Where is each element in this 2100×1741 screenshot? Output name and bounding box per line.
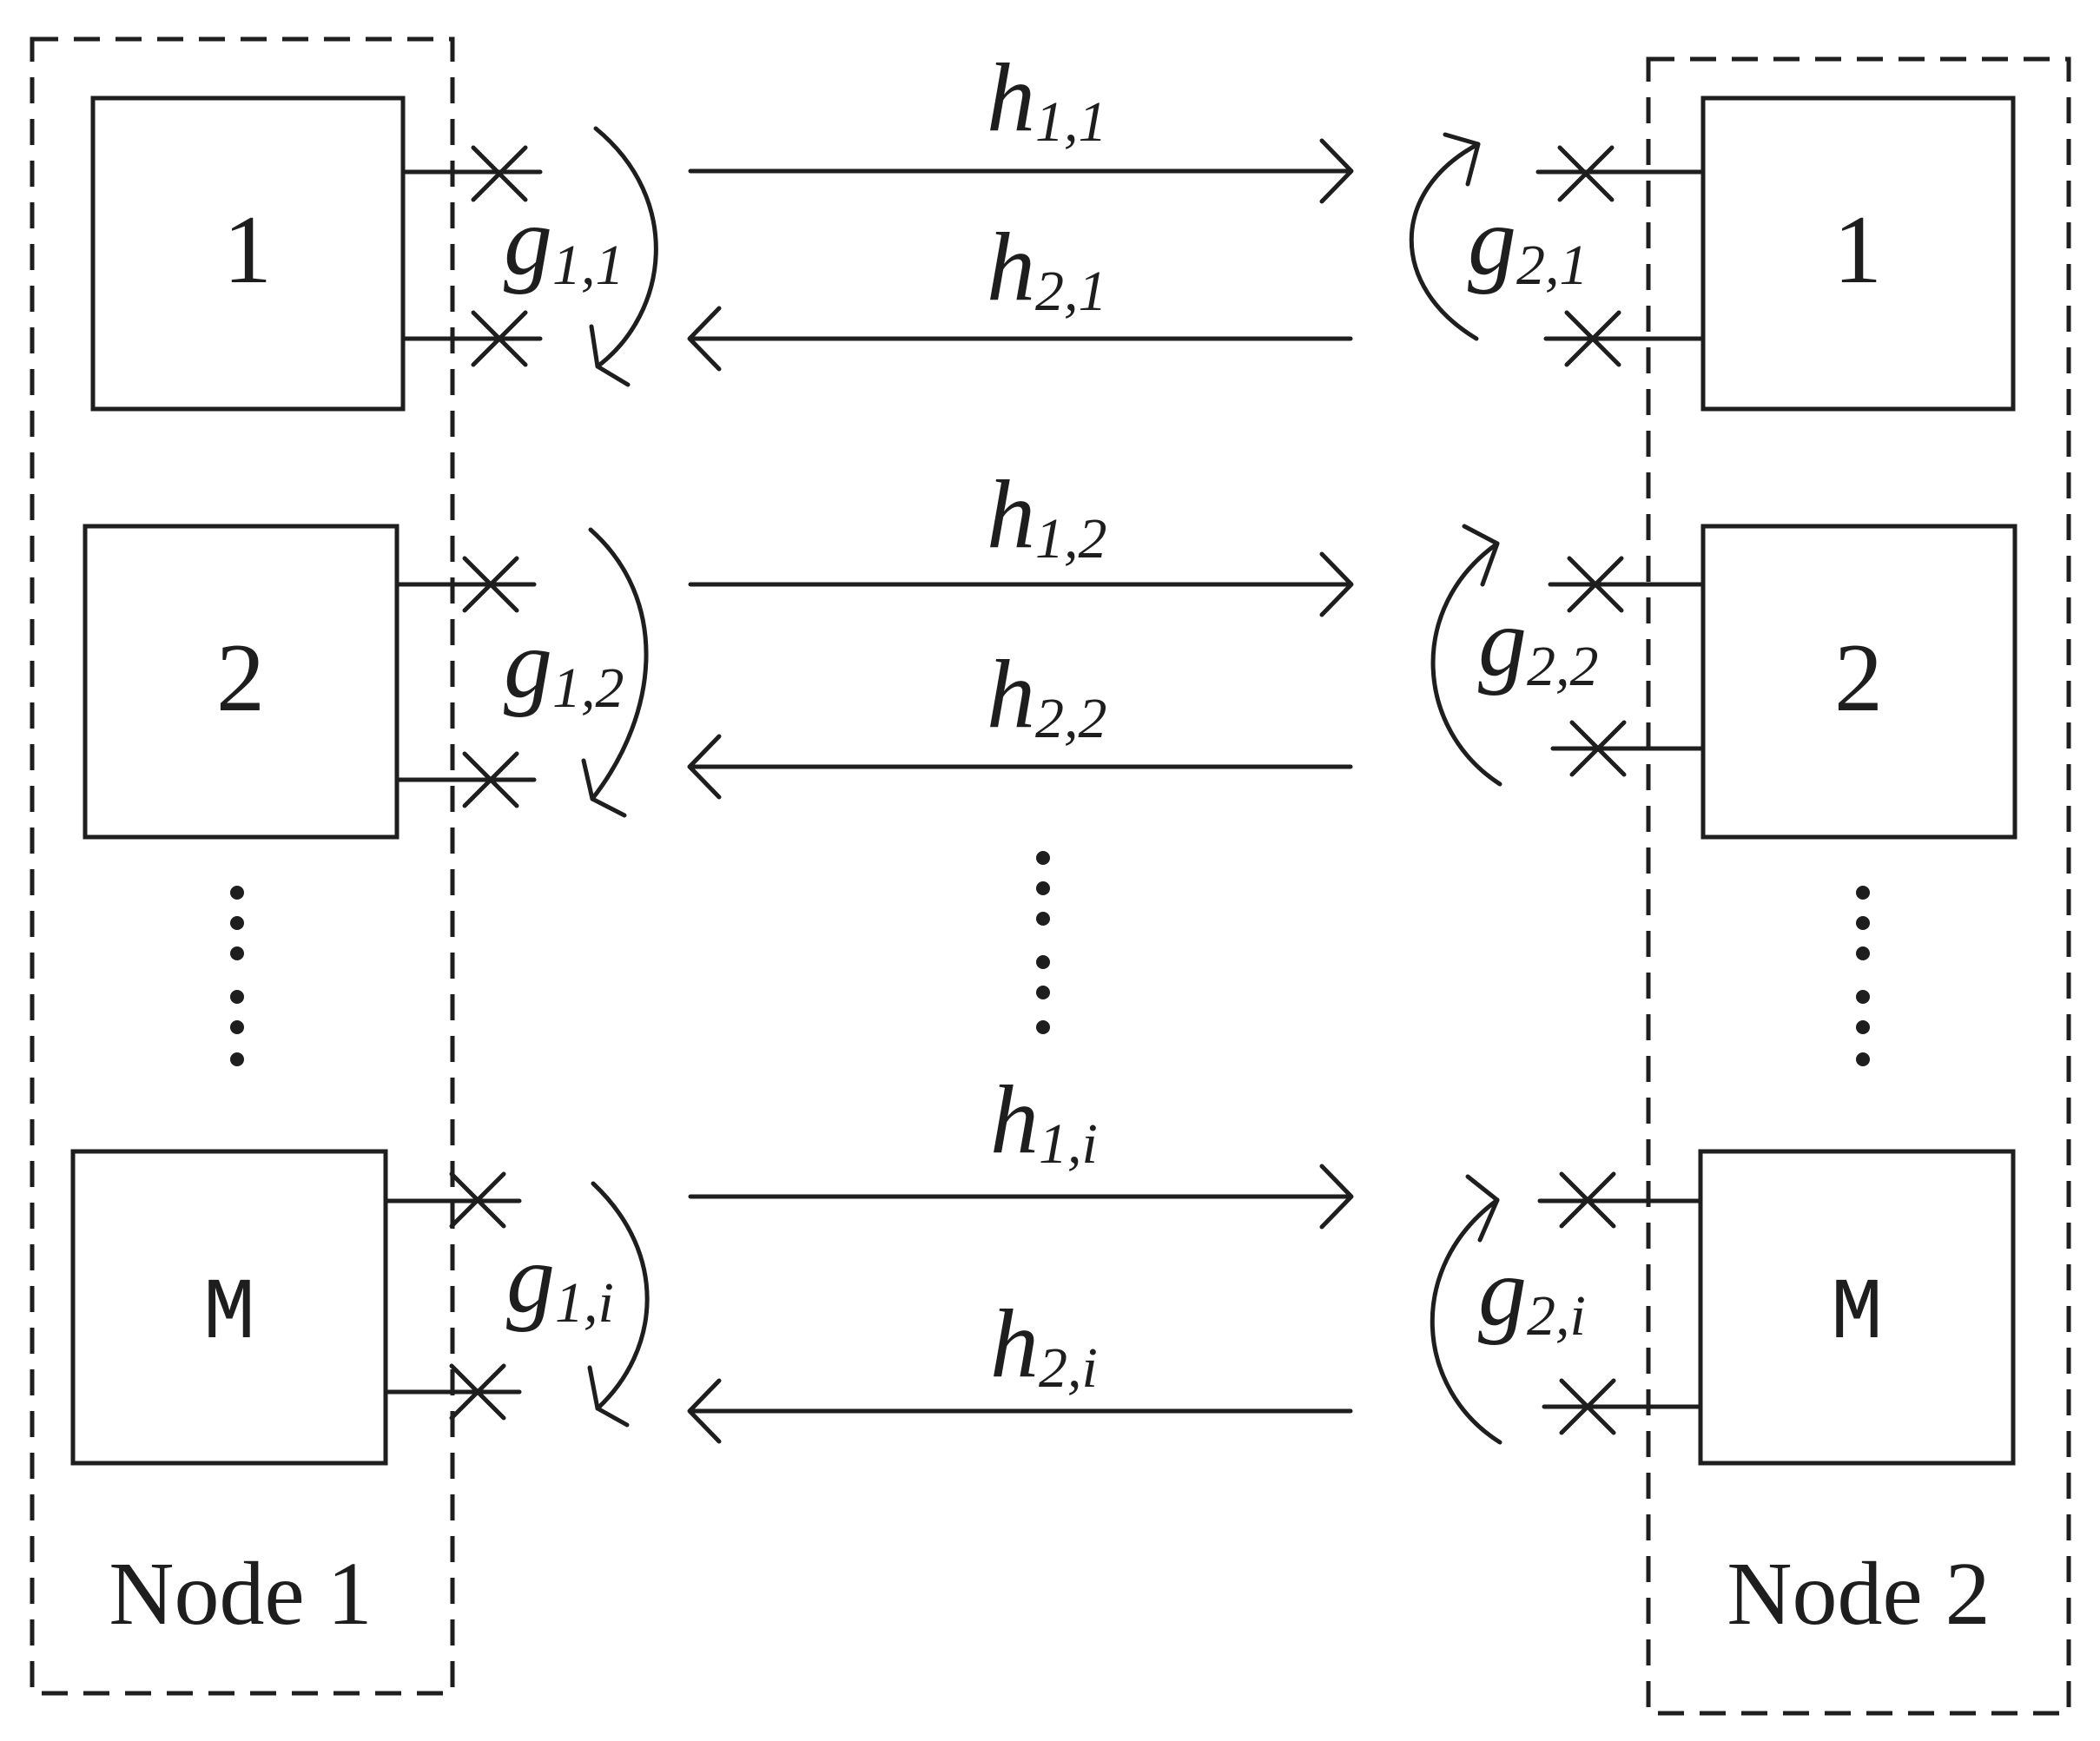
forward-channel-arrow-i [688,1164,1354,1230]
node2-antenna-box-2 [1700,524,2017,840]
node1-antenna-label-2: 2 [216,624,265,732]
node2-boundary [1646,56,2071,1716]
node2-self-loop-label-i: g2,i [1478,1238,1586,1348]
forward-channel-label-i: h1,i [990,1066,1098,1176]
node1-self-loop-arrow-i [587,1181,650,1428]
node2-antenna-box-1 [1700,96,2016,412]
node2-antenna-label-1: 1 [1833,196,1882,304]
node1-antenna-box-2 [83,524,400,840]
node2-ellipsis [1856,886,1870,1066]
node2-antenna-stubs [1535,145,1706,1435]
node2-antenna-box-m [1698,1149,2016,1466]
backward-channel-arrow-1 [687,306,1353,372]
node2-self-loop-label-1: g2,1 [1468,188,1588,297]
node1-antenna-label-m: M [203,1266,255,1364]
node1-boundary [30,36,455,1696]
backward-channel-label-2: h2,2 [987,641,1107,750]
node1-antenna-box-1 [90,96,406,412]
node2-self-loop-arrow-2 [1430,524,1502,787]
node2-self-loop-arrow-i [1430,1174,1502,1445]
forward-channel-label-2: h1,2 [987,461,1107,570]
backward-channel-label-i: h2,i [990,1290,1098,1400]
node2-antenna-label-m: M [1831,1266,1883,1364]
node1-label: Node 1 [109,1544,372,1644]
backward-channel-arrow-i [687,1378,1353,1444]
node1-self-loop-arrow-2 [581,527,649,818]
node2-self-loop-label-2: g2,2 [1478,589,1599,698]
node2-antenna-label-2: 2 [1834,624,1883,732]
node2-label: Node 2 [1727,1544,1990,1644]
backward-channel-label-1: h2,1 [987,214,1107,323]
node1-antenna-stubs [383,145,543,1421]
channel-ellipsis [1036,851,1050,1034]
node1-self-loop-label-i: g1,i [506,1225,614,1335]
node1-antenna-box-m [70,1149,388,1466]
node1-ellipsis [230,886,244,1066]
node1-self-loop-label-2: g1,2 [504,610,624,720]
node1-antenna-label-1: 1 [223,196,272,304]
node1-self-loop-label-1: g1,1 [504,188,624,297]
node1-self-loop-arrow-1 [589,126,658,387]
backward-channel-arrow-2 [687,734,1353,800]
forward-channel-arrow-1 [688,138,1354,204]
forward-channel-arrow-2 [688,551,1354,617]
node2-self-loop-arrow-1 [1409,132,1481,341]
forward-channel-label-1: h1,1 [987,44,1107,154]
